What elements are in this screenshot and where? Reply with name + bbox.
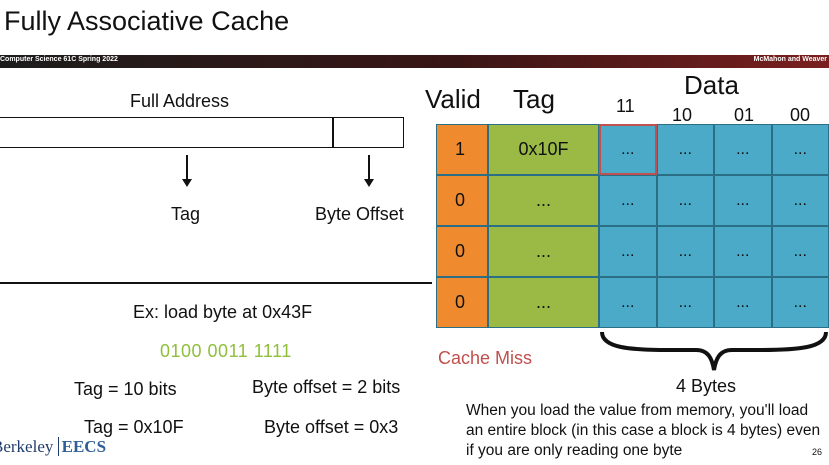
data-cell: ... [656, 277, 714, 328]
tag-label: Tag [171, 204, 201, 224]
divider-line [0, 282, 432, 284]
slide-title: Fully Associative Cache [4, 6, 290, 36]
offset-arrow-line [368, 155, 370, 180]
offset-value-text: Byte offset = 0x3 [264, 417, 399, 437]
explanation-note: When you load the value from memory, you… [466, 402, 821, 459]
data-cell: ... [656, 226, 714, 277]
logo-eecs: EECS [57, 437, 107, 456]
data-cell: ... [714, 277, 772, 328]
tag-arrow-line [186, 155, 188, 180]
address-bits: 0100 0011 1111 [160, 341, 292, 361]
tag-value-text: Tag = 0x10F [84, 417, 184, 437]
offset-arrow-head [364, 179, 374, 187]
offset-col-00: 00 [790, 105, 811, 125]
course-label: Computer Science 61C Spring 2022 [0, 56, 118, 63]
berkeley-eecs-logo: Berkeley EECS [0, 437, 107, 457]
valid-cell: 1 [436, 124, 488, 175]
data-cell: ... [599, 277, 657, 328]
tag-cell: ... [488, 226, 599, 277]
data-cell: ... [714, 124, 772, 175]
valid-cell: 0 [436, 175, 488, 226]
data-cell: ... [714, 226, 772, 277]
data-cell: ... [656, 124, 714, 175]
valid-cell: 0 [436, 226, 488, 277]
data-cell: ... [771, 175, 829, 226]
offset-col-11: 11 [616, 96, 635, 116]
data-cell: ... [599, 226, 657, 277]
data-cell-highlighted: ... [599, 124, 657, 175]
valid-header: Valid [425, 84, 481, 114]
bytes-brace [600, 331, 828, 371]
tag-cell: ... [488, 277, 599, 328]
offset-col-10: 10 [672, 105, 693, 125]
data-cell: ... [771, 226, 829, 277]
offset-bits-text: Byte offset = 2 bits [252, 377, 401, 397]
tag-cell: ... [488, 175, 599, 226]
full-address-title: Full Address [130, 91, 230, 111]
data-cell: ... [714, 175, 772, 226]
address-split-line [332, 117, 334, 148]
page-number: 26 [812, 447, 823, 457]
example-line: Ex: load byte at 0x43F [133, 302, 313, 322]
four-bytes-label: 4 Bytes [676, 376, 737, 396]
address-box [0, 117, 404, 148]
tag-bits-text: Tag = 10 bits [74, 379, 177, 399]
valid-cell: 0 [436, 277, 488, 328]
tag-header: Tag [513, 84, 555, 114]
authors-label: McMahon and Weaver [753, 56, 827, 63]
data-cell: ... [656, 175, 714, 226]
data-cell: ... [771, 277, 829, 328]
cache-miss-label: Cache Miss [438, 348, 533, 368]
tag-arrow-head [182, 179, 192, 187]
logo-berkeley: Berkeley [0, 437, 54, 456]
data-header: Data [684, 70, 739, 100]
offset-col-01: 01 [734, 105, 755, 125]
data-cell: ... [771, 124, 829, 175]
header-band: Computer Science 61C Spring 2022 McMahon… [0, 55, 829, 68]
data-cell: ... [599, 175, 657, 226]
tag-cell: 0x10F [488, 124, 599, 175]
byte-offset-label: Byte Offset [315, 204, 404, 224]
